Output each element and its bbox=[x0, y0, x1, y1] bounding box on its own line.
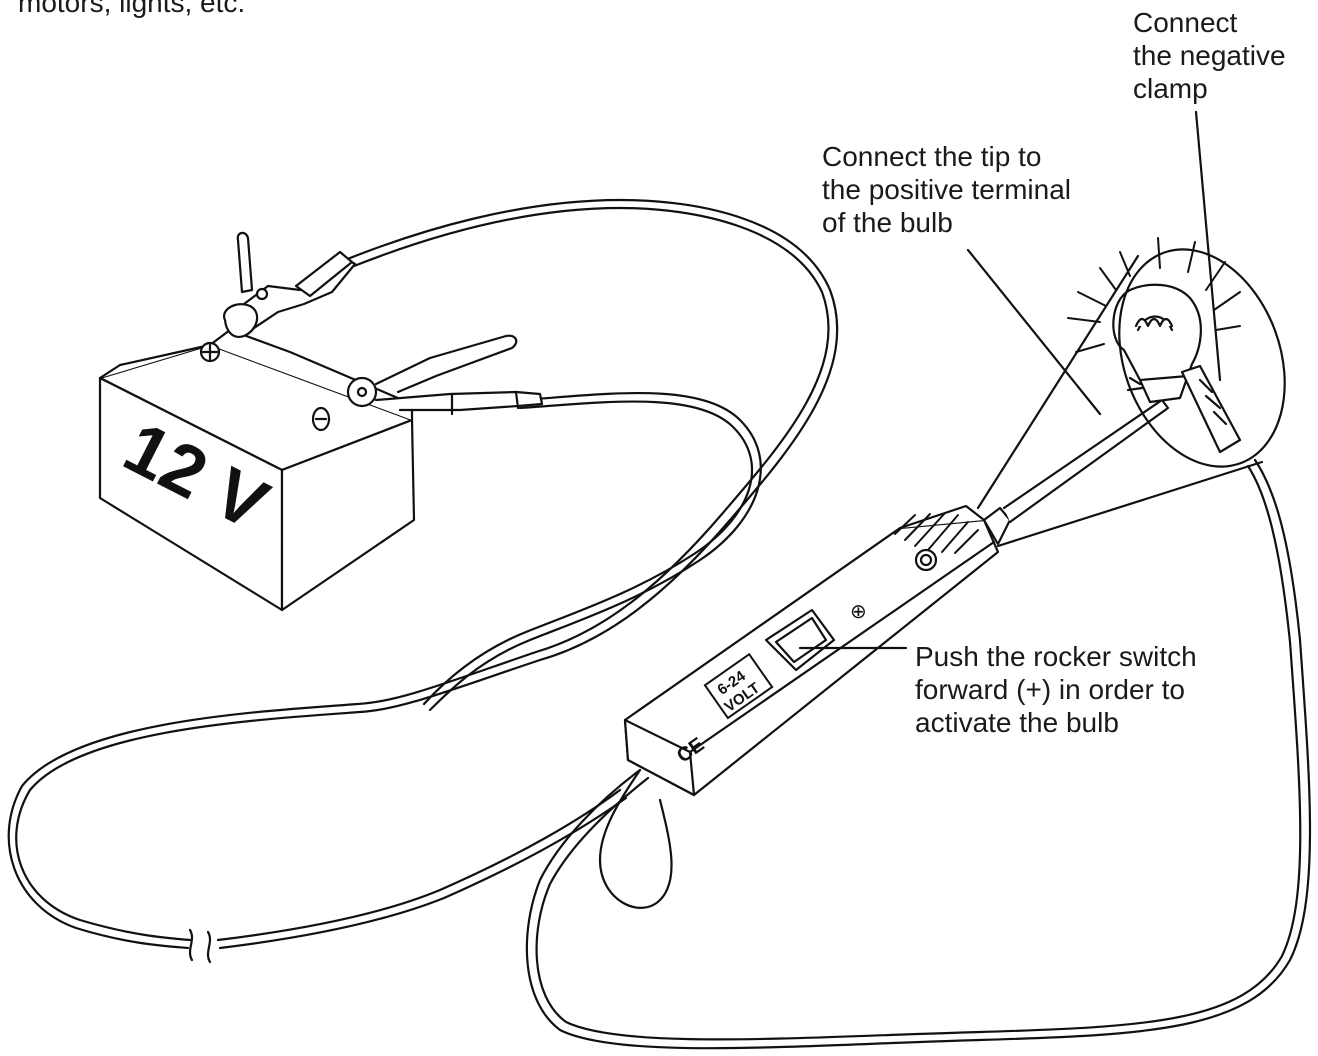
battery bbox=[98, 328, 416, 612]
tester-cable bbox=[525, 458, 1312, 1050]
leader-negative bbox=[1194, 110, 1222, 382]
positive-clamp bbox=[222, 231, 357, 338]
wire-break-left bbox=[188, 928, 194, 962]
top-caption-line: motors, lights, etc. bbox=[18, 0, 246, 18]
tip-label-line-2: the positive terminal bbox=[822, 174, 1072, 205]
rocker-label-line-3: activate the bulb bbox=[915, 707, 1119, 738]
tip-label-line-3: of the bulb bbox=[822, 207, 953, 238]
tester-probe bbox=[982, 398, 1170, 546]
rocker-switch-label: Push the rocker switch forward (+) in or… bbox=[915, 640, 1197, 739]
top-caption: motors, lights, etc. bbox=[18, 0, 245, 19]
zoom-line-top bbox=[976, 254, 1140, 510]
leader-tip bbox=[966, 248, 1102, 416]
tester-plus-symbol: ⊕ bbox=[850, 601, 867, 623]
battery-negative-terminal bbox=[311, 406, 331, 432]
negative-clamp-battery bbox=[346, 334, 544, 416]
rocker-switch bbox=[764, 608, 836, 672]
positive-lead-wire bbox=[7, 198, 839, 950]
zoom-line-bottom bbox=[996, 460, 1264, 548]
tester-grip-hatch bbox=[894, 512, 979, 554]
negative-label-line-2: the negative bbox=[1133, 40, 1286, 71]
rocker-label-line-1: Push the rocker switch bbox=[915, 641, 1197, 672]
bulb-highlight-ellipse bbox=[1118, 248, 1286, 468]
negative-lead-wire bbox=[422, 392, 762, 712]
tip-label: Connect the tip to the positive terminal… bbox=[822, 140, 1071, 239]
negative-label-line-3: clamp bbox=[1133, 73, 1208, 104]
rocker-label-line-2: forward (+) in order to bbox=[915, 674, 1185, 705]
wire-continuation bbox=[216, 788, 628, 950]
negative-label-line-1: Connect bbox=[1133, 7, 1238, 38]
bulb bbox=[1112, 283, 1242, 454]
wire-break-right bbox=[206, 930, 212, 964]
battery-positive-terminal bbox=[199, 341, 221, 363]
tip-label-line-1: Connect the tip to bbox=[822, 141, 1042, 172]
negative-clamp-label: Connect the negative clamp bbox=[1133, 6, 1286, 105]
